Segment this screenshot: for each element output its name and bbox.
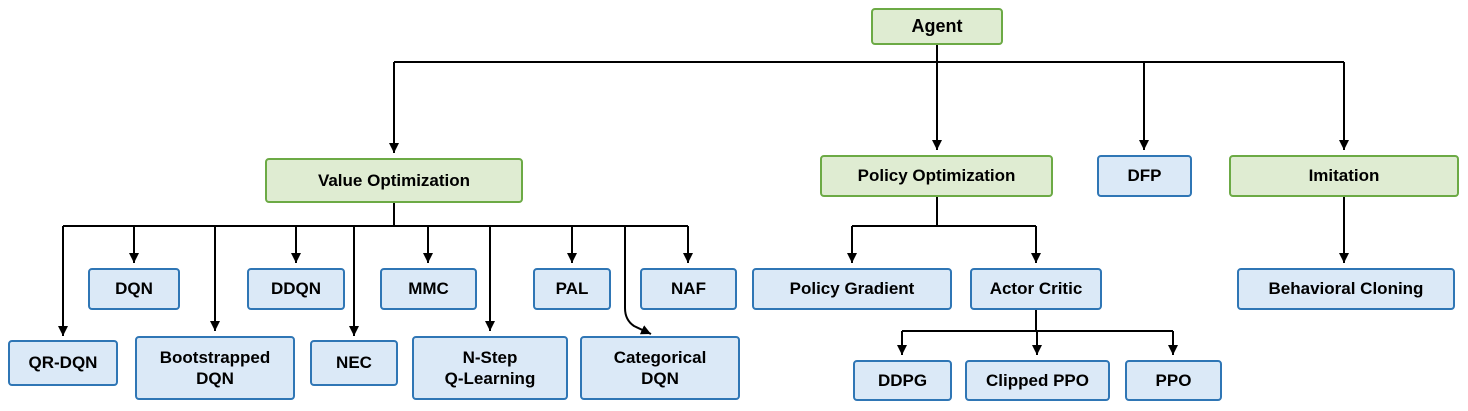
node-naf: NAF bbox=[640, 268, 737, 310]
node-pal: PAL bbox=[533, 268, 611, 310]
node-mmc: MMC bbox=[380, 268, 477, 310]
node-bootstrapped-dqn: Bootstrapped DQN bbox=[135, 336, 295, 400]
node-agent: Agent bbox=[871, 8, 1003, 45]
node-nec: NEC bbox=[310, 340, 398, 386]
node-ppo: PPO bbox=[1125, 360, 1222, 401]
node-imitation: Imitation bbox=[1229, 155, 1459, 197]
node-ddpg: DDPG bbox=[853, 360, 952, 401]
node-categorical-dqn: Categorical DQN bbox=[580, 336, 740, 400]
node-ddqn: DDQN bbox=[247, 268, 345, 310]
node-behavioral-cloning: Behavioral Cloning bbox=[1237, 268, 1455, 310]
node-policy-optimization: Policy Optimization bbox=[820, 155, 1053, 197]
node-actor-critic: Actor Critic bbox=[970, 268, 1102, 310]
node-clipped-ppo: Clipped PPO bbox=[965, 360, 1110, 401]
node-policy-gradient: Policy Gradient bbox=[752, 268, 952, 310]
node-n-step-q-learning: N-Step Q-Learning bbox=[412, 336, 568, 400]
node-value-optimization: Value Optimization bbox=[265, 158, 523, 203]
node-qr-dqn: QR-DQN bbox=[8, 340, 118, 386]
node-dfp: DFP bbox=[1097, 155, 1192, 197]
node-dqn: DQN bbox=[88, 268, 180, 310]
